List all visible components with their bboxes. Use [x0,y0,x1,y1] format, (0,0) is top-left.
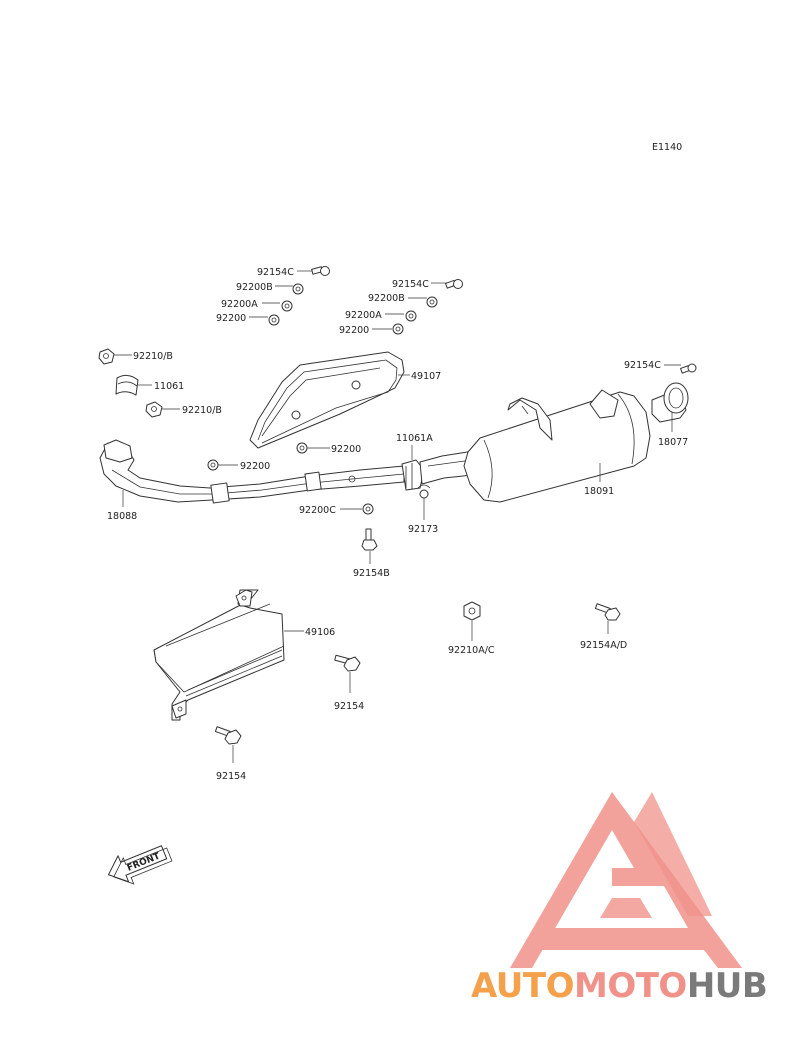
washer-icon [392,323,404,335]
part-label-18077: 18077 [658,437,688,448]
bolt-icon [594,603,621,621]
part-label-92200: 92200 [339,325,369,336]
washer-icon [296,442,308,454]
watermark-text-moto: MOTO [574,966,687,1006]
part-label-92200: 92200 [216,313,246,324]
bolt-icon [361,528,378,551]
part-label-92200B: 92200B [236,282,273,293]
washer-icon [362,503,374,515]
bolt-icon [334,654,361,672]
fastener-group-right: 92154C 92200B 92200A 92200 [339,279,463,336]
nut-icon [145,401,163,418]
part-label-92154B: 92154B [353,568,390,579]
clamp-icon [115,374,139,396]
part-label-11061: 11061 [154,381,184,392]
watermark-text-auto: AUTO [471,966,574,1006]
part-label-92200: 92200 [240,461,270,472]
washer-icon [207,459,219,471]
logo-mark-inner [634,792,712,916]
part-label-92154: 92154 [216,771,246,782]
part-label-92210B: 92210/B [133,351,173,362]
part-label-92173: 92173 [408,524,438,535]
nut-icon [463,601,481,621]
part-label-92200: 92200 [331,444,361,455]
washer-icon [281,300,293,312]
bolt-icon [311,266,330,276]
part-label-18091: 18091 [584,486,614,497]
watermark-logo: AUTOMOTOHUB [471,792,768,1006]
front-direction-arrow: FRONT [107,845,173,885]
bolt-icon [445,279,463,289]
part-label-92200A: 92200A [345,310,382,321]
part-label-49106: 49106 [305,627,335,638]
bolt-icon [214,726,242,745]
exhaust-header-pipe [99,439,425,504]
part-label-92200A: 92200A [221,299,258,310]
washer-icon [268,314,280,326]
part-label-92154C: 92154C [257,267,294,278]
part-label-92210AC: 92210A/C [448,645,495,656]
part-label-18088: 18088 [107,511,137,522]
diagram-code: E1140 [652,142,682,153]
washer-icon [426,296,438,308]
fastener-group-left: 92154C 92200B 92200A 92200 [216,266,330,326]
muffler-tip [651,382,689,423]
upper-heat-shield [249,351,405,449]
spring-clamp-icon [417,484,431,499]
part-label-92200C: 92200C [299,505,336,516]
lower-heat-shield [153,589,285,721]
part-label-92154: 92154 [334,701,364,712]
washer-icon [292,283,304,295]
logo-mark-g [600,898,652,918]
nut-icon [98,348,115,365]
part-label-11061A: 11061A [396,433,433,444]
part-label-92210B: 92210/B [182,405,222,416]
watermark-text-hub: HUB [687,966,767,1006]
part-label-92154AD: 92154A/D [580,640,627,651]
part-label-49107: 49107 [411,371,441,382]
washer-icon [405,310,417,322]
part-label-92154C: 92154C [392,279,429,290]
logo-mark [510,792,742,968]
bolt-icon [680,363,697,374]
watermark-text: AUTOMOTOHUB [471,966,767,1006]
part-label-92154C: 92154C [624,360,661,371]
part-label-92200B: 92200B [368,293,405,304]
muffler [463,389,651,503]
